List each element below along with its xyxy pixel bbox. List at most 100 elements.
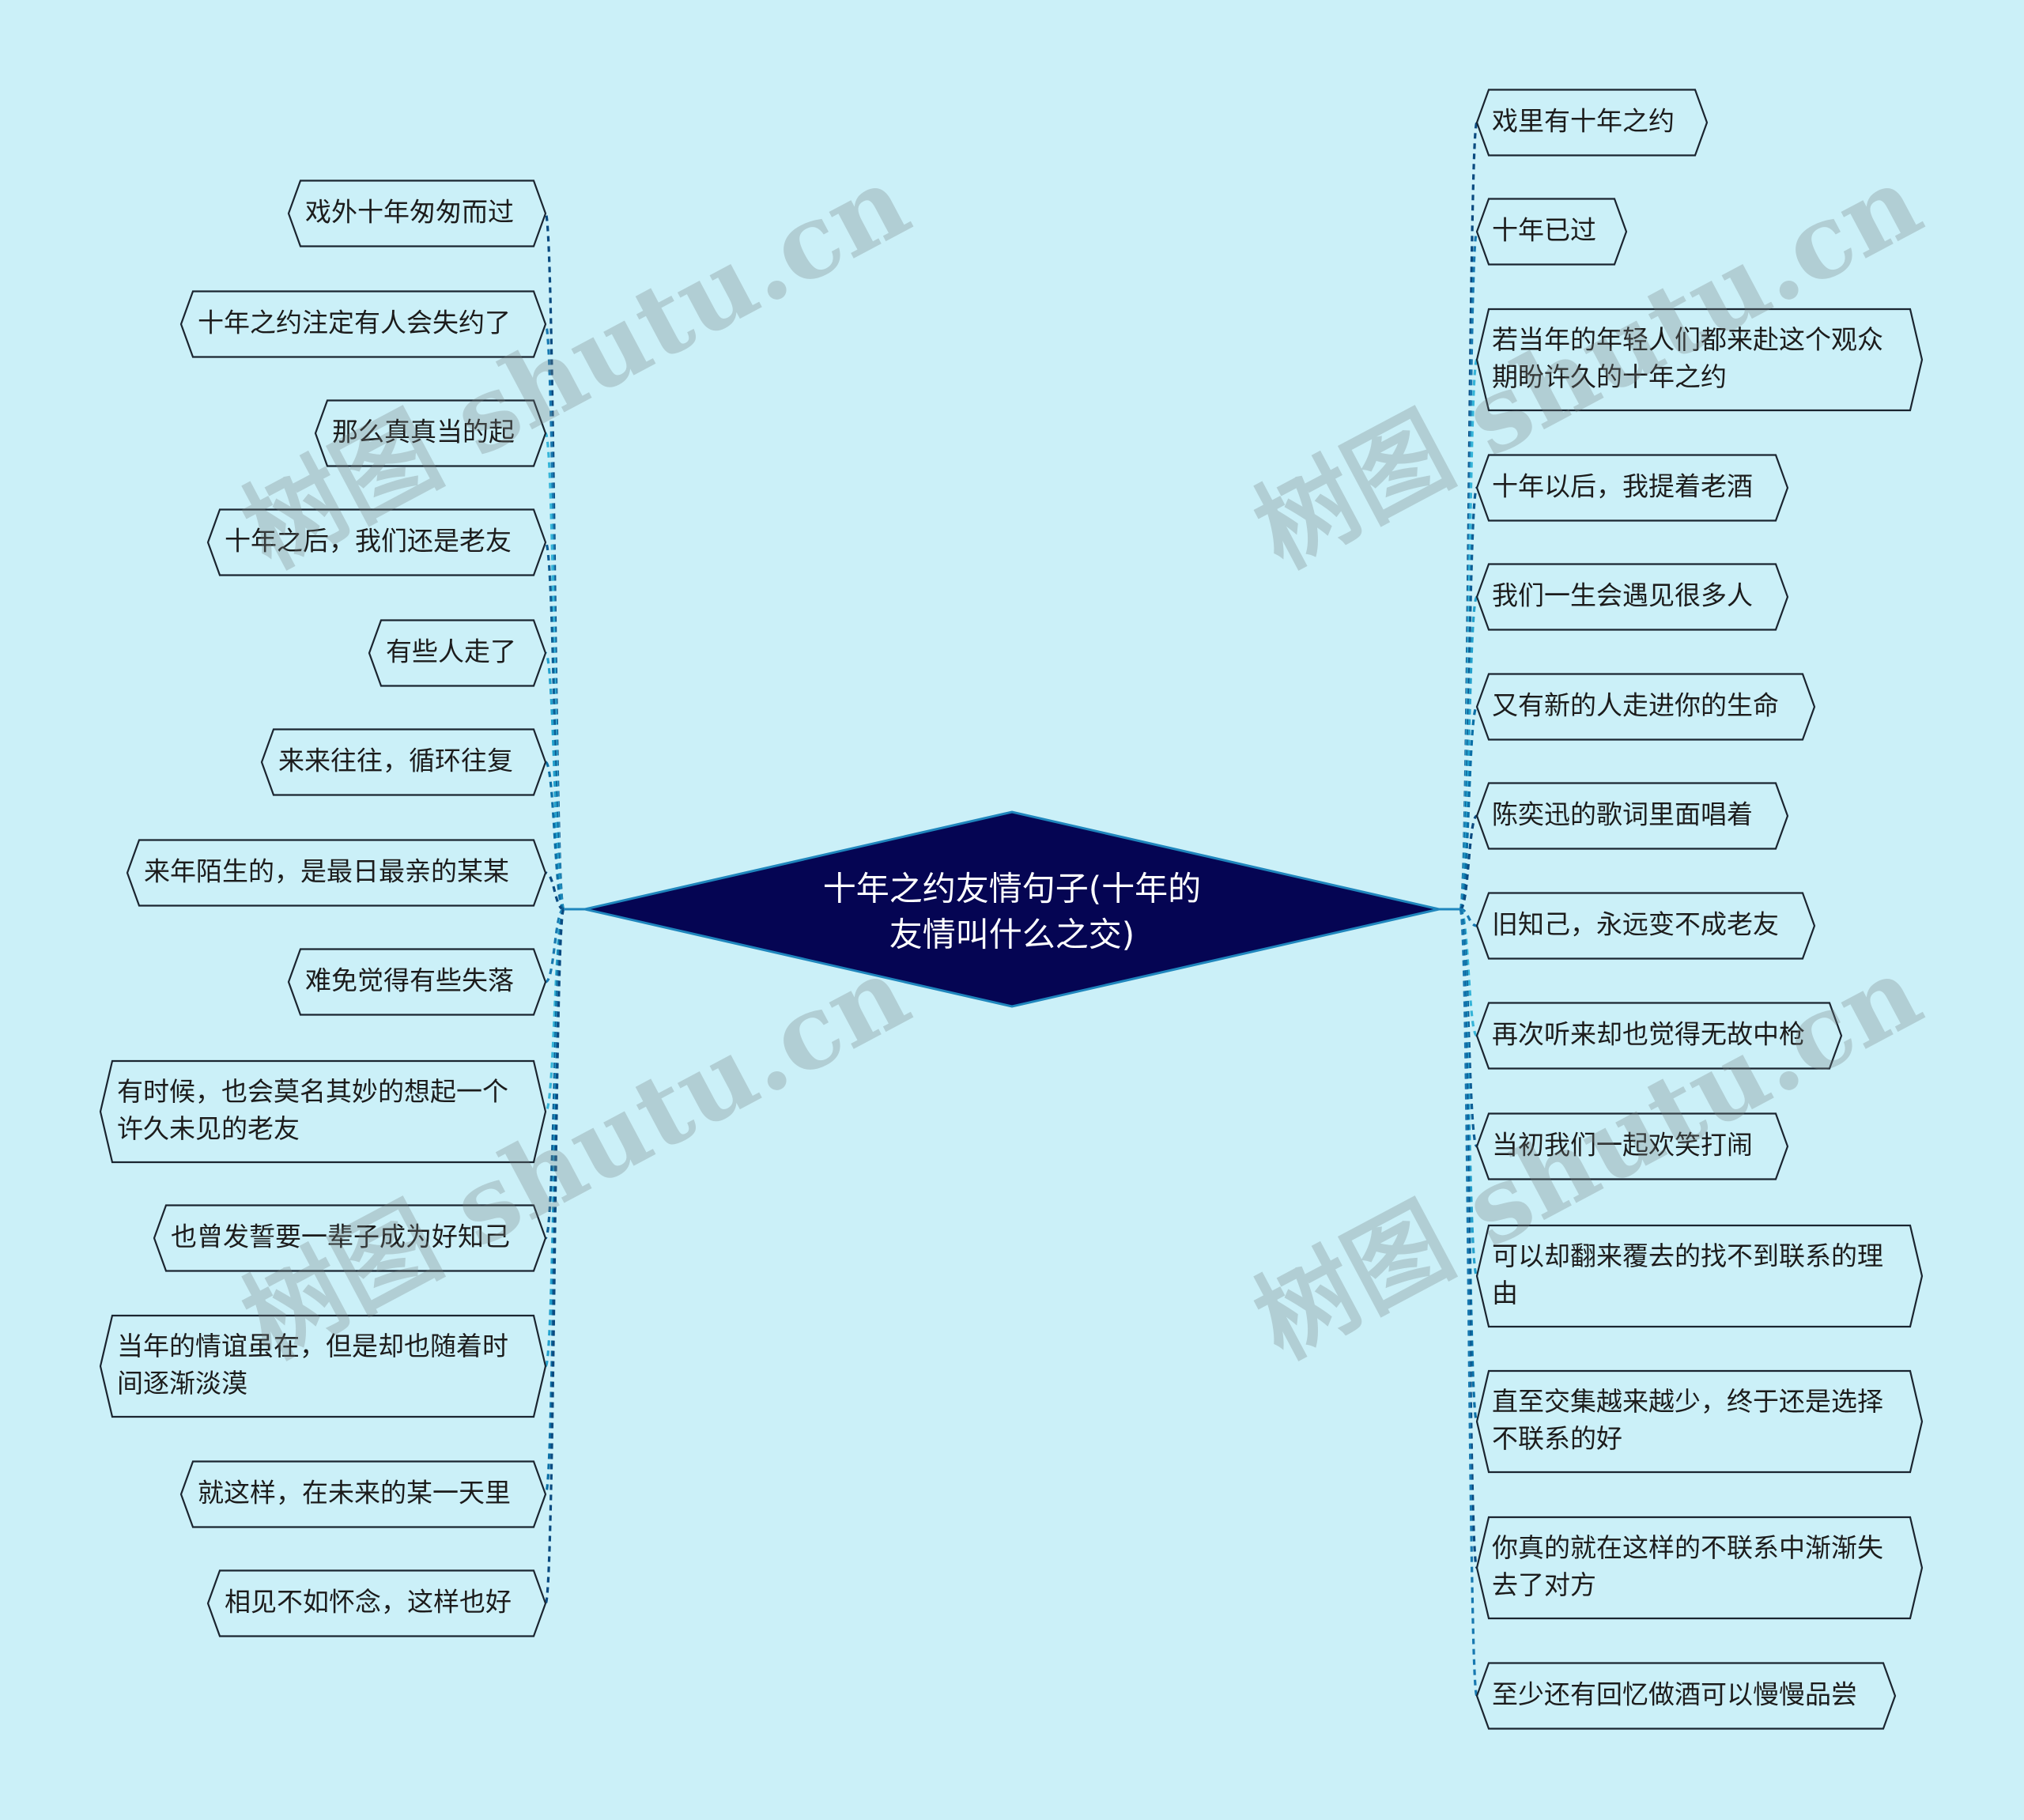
- node-hexagon: [1475, 563, 1789, 631]
- right-connector: [1459, 908, 1478, 1697]
- node-label-line: 十年以后，我提着老酒: [1492, 471, 1753, 502]
- right-branch-node[interactable]: 我们一生会遇见很多人: [1475, 563, 1789, 631]
- node-label-line: 去了对方: [1492, 1569, 1596, 1600]
- node-hexagon: [153, 1204, 547, 1272]
- node-hexagon: [1475, 673, 1816, 741]
- node-label-line: 难免觉得有些失落: [305, 965, 514, 996]
- left-branch-node[interactable]: 相见不如怀念，这样也好: [206, 1569, 547, 1637]
- left-branch-node[interactable]: 来来往往，循环往复: [260, 728, 547, 796]
- right-connector: [1459, 230, 1478, 911]
- node-hexagon: [1475, 892, 1816, 960]
- right-connector: [1459, 595, 1478, 911]
- right-branch-node[interactable]: 戏里有十年之约: [1475, 89, 1709, 157]
- right-branch-node[interactable]: 陈奕迅的歌词里面唱着: [1475, 782, 1789, 850]
- node-label-line: 你真的就在这样的不联系中渐渐失: [1492, 1532, 1883, 1563]
- node-label-line: 可以却翻来覆去的找不到联系的理: [1492, 1240, 1883, 1271]
- node-label-line: 又有新的人走进你的生命: [1492, 690, 1779, 721]
- node-label-line: 由: [1492, 1278, 1518, 1308]
- node-label-line: 若当年的年轻人们都来赴这个观众: [1492, 324, 1883, 355]
- node-label-line: 陈奕迅的歌词里面唱着: [1492, 799, 1753, 830]
- left-connector: [545, 871, 565, 911]
- left-branch-node[interactable]: 那么真真当的起: [314, 399, 547, 467]
- node-hexagon: [179, 290, 547, 358]
- left-connector: [544, 908, 565, 1240]
- left-connector: [544, 432, 565, 911]
- right-branch-node[interactable]: 当初我们一起欢笑打闹: [1475, 1112, 1789, 1180]
- right-branch-node[interactable]: 又有新的人走进你的生命: [1475, 673, 1816, 741]
- node-label-line: 十年已过: [1492, 215, 1596, 246]
- node-hexagon: [1475, 782, 1789, 850]
- node-hexagon: [1475, 454, 1789, 522]
- node-label-line: 旧知己，永远变不成老友: [1492, 909, 1779, 940]
- right-branch-node[interactable]: 至少还有回忆做酒可以慢慢品尝: [1475, 1662, 1897, 1730]
- left-branch-node[interactable]: 也曾发誓要一辈子成为好知己: [153, 1204, 547, 1272]
- node-hexagon: [1475, 1224, 1924, 1328]
- node-label-line: 至少还有回忆做酒可以慢慢品尝: [1492, 1679, 1857, 1710]
- node-label-line: 也曾发誓要一辈子成为好知己: [171, 1222, 510, 1252]
- node-hexagon: [287, 179, 547, 247]
- node-label-line: 直至交集越来越少，终于还是选择: [1492, 1386, 1883, 1417]
- node-label-line: 再次听来却也觉得无故中枪: [1492, 1019, 1805, 1050]
- node-label-line: 有时候，也会莫名其妙的想起一个: [117, 1076, 508, 1107]
- node-label-line: 就这样，在未来的某一天里: [198, 1478, 511, 1508]
- right-branch-node[interactable]: 十年已过: [1475, 198, 1628, 266]
- node-hexagon: [260, 728, 547, 796]
- node-label-line: 当年的情谊虽在，但是却也随着时: [117, 1331, 508, 1361]
- right-branch-node[interactable]: 再次听来却也觉得无故中枪: [1475, 1002, 1843, 1070]
- left-branch-node[interactable]: 戏外十年匆匆而过: [287, 179, 547, 247]
- node-label-line: 有些人走了: [386, 636, 516, 667]
- node-hexagon: [206, 1569, 547, 1637]
- node-hexagon: [1475, 1369, 1924, 1474]
- node-label-line: 期盼许久的十年之约: [1492, 361, 1727, 392]
- node-label-line: 那么真真当的起: [332, 417, 515, 447]
- left-branch-node[interactable]: 难免觉得有些失落: [287, 948, 547, 1016]
- node-label-line: 我们一生会遇见很多人: [1492, 580, 1753, 611]
- right-connector: [1459, 908, 1478, 1423]
- left-branch-node[interactable]: 十年之后，我们还是老友: [206, 508, 547, 576]
- node-hexagon: [287, 948, 547, 1016]
- node-hexagon: [126, 839, 547, 907]
- node-label-line: 不联系的好: [1492, 1423, 1622, 1454]
- node-hexagon: [1475, 308, 1924, 412]
- node-hexagon: [99, 1314, 547, 1418]
- right-branch-node[interactable]: 旧知己，永远变不成老友: [1475, 892, 1816, 960]
- node-label-line: 当初我们一起欢笑打闹: [1492, 1130, 1753, 1161]
- node-hexagon: [206, 508, 547, 576]
- root-diamond: [584, 810, 1440, 1008]
- root-title-line: 十年之约友情句子(十年的: [823, 870, 1201, 908]
- node-label-line: 许久未见的老友: [117, 1113, 300, 1144]
- right-connector: [1459, 814, 1478, 911]
- node-label-line: 十年之后，我们还是老友: [225, 526, 512, 557]
- node-hexagon: [368, 619, 547, 687]
- node-hexagon: [1475, 1662, 1897, 1730]
- right-branch-node[interactable]: 十年以后，我提着老酒: [1475, 454, 1789, 522]
- node-hexagon: [314, 399, 547, 467]
- node-label-line: 相见不如怀念，这样也好: [225, 1587, 512, 1618]
- node-label-line: 来来往往，循环往复: [278, 746, 513, 776]
- left-connector: [544, 761, 565, 911]
- node-hexagon: [1475, 1002, 1843, 1070]
- node-hexagon: [99, 1059, 547, 1164]
- node-hexagon: [1475, 198, 1628, 266]
- left-branch-node[interactable]: 十年之约注定有人会失约了: [179, 290, 547, 358]
- left-branch-node[interactable]: 就这样，在未来的某一天里: [179, 1460, 547, 1528]
- node-hexagon: [1475, 89, 1709, 157]
- right-connector: [1459, 908, 1478, 1037]
- node-hexagon: [1475, 1112, 1789, 1180]
- left-branch-node[interactable]: 来年陌生的，是最日最亲的某某: [126, 839, 547, 907]
- node-label-line: 间逐渐淡漠: [117, 1368, 247, 1399]
- left-branch-node[interactable]: 有些人走了: [368, 619, 547, 687]
- node-label-line: 戏外十年匆匆而过: [305, 197, 514, 228]
- node-hexagon: [1475, 1516, 1924, 1620]
- node-label-line: 戏里有十年之约: [1492, 106, 1675, 137]
